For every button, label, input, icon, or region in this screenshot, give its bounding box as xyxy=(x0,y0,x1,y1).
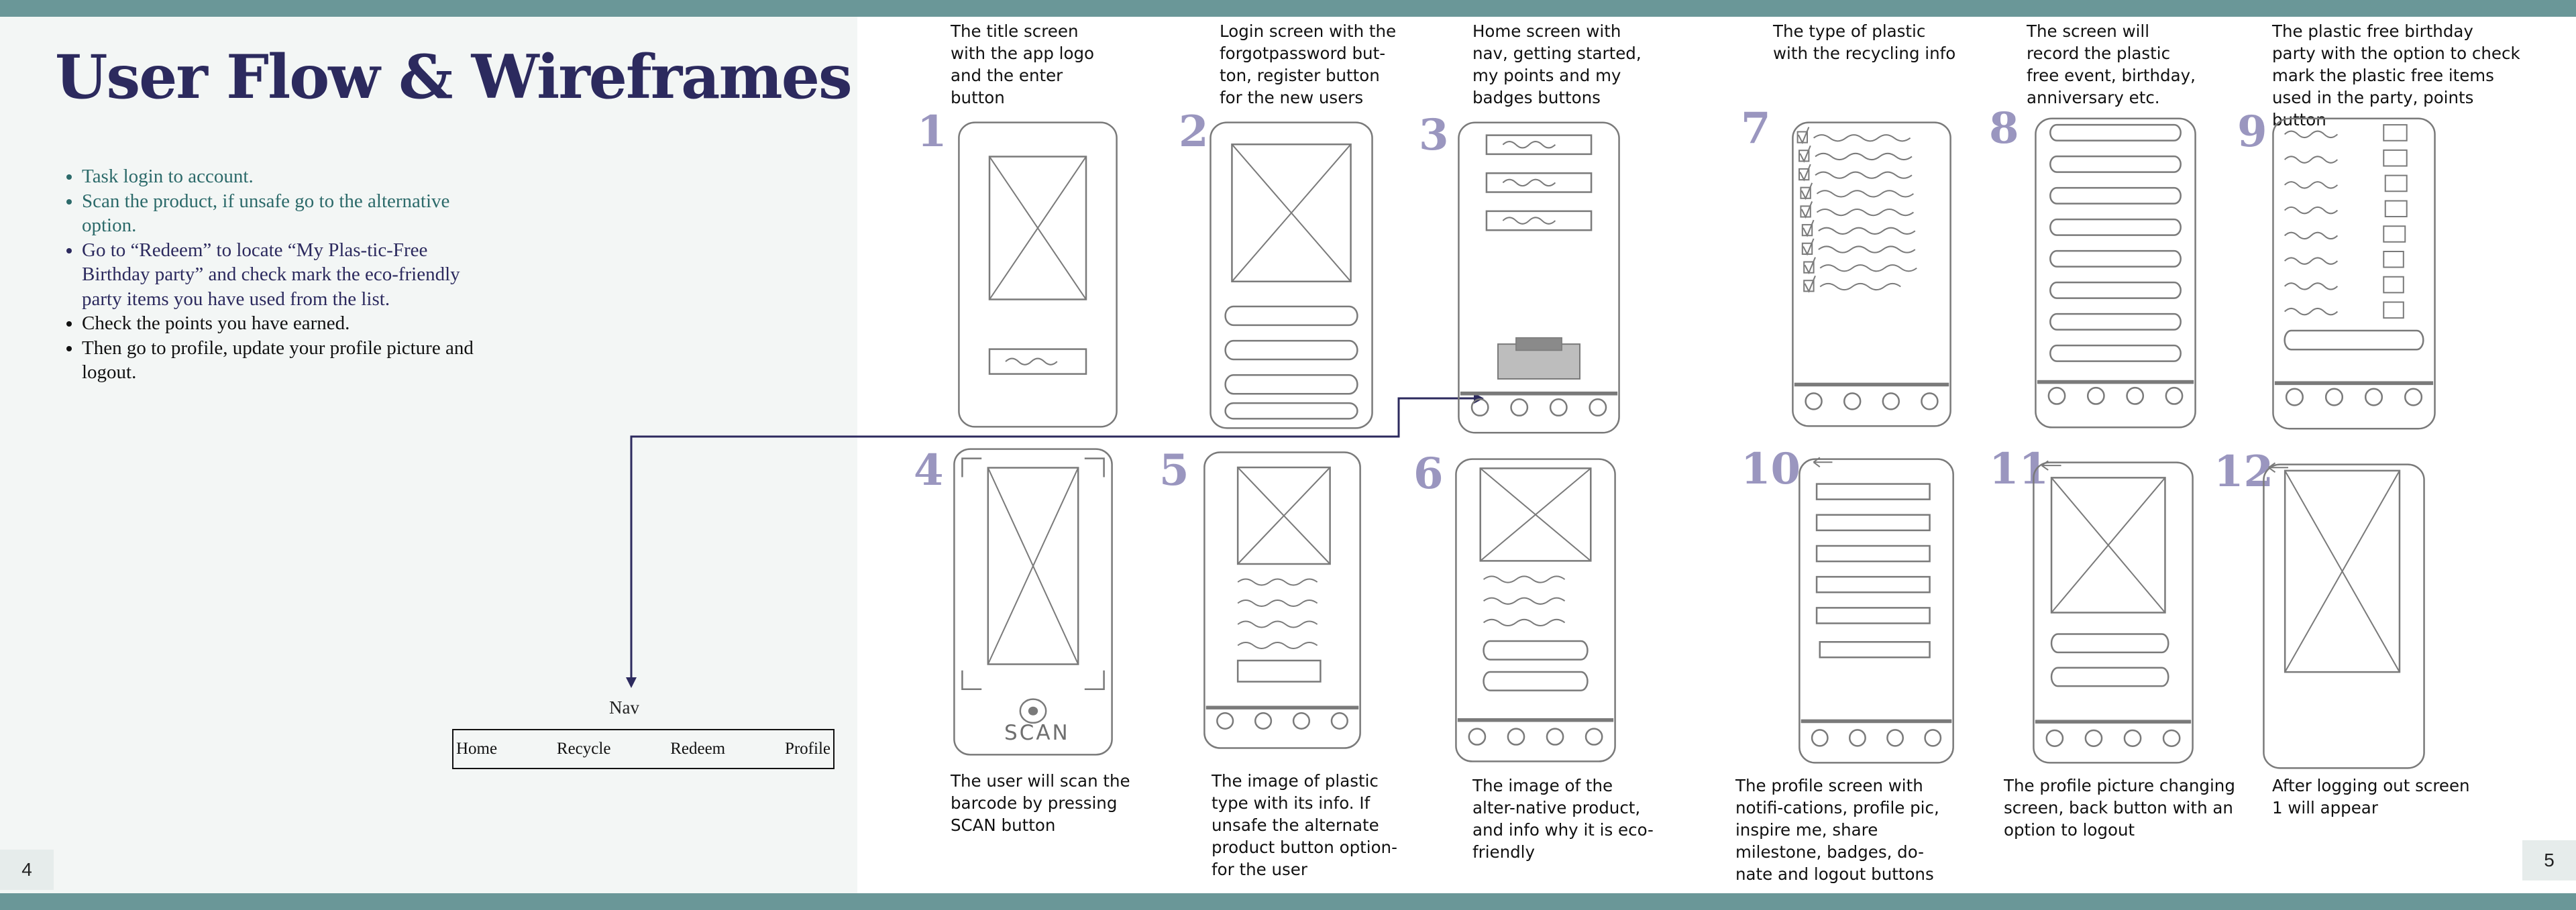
phone-sketch xyxy=(1209,119,1374,431)
wireframe-number: 7 xyxy=(1741,103,1771,154)
nav-label: Nav xyxy=(609,697,639,718)
wireframe-caption: The type of plastic with the recycling i… xyxy=(1773,21,1956,63)
wireframe-caption: The image of plastic type with its info.… xyxy=(1212,771,1397,879)
phone-sketch xyxy=(957,119,1118,430)
phone-sketch xyxy=(2262,461,2426,771)
scan-label: SCAN xyxy=(1004,721,1070,745)
top-band xyxy=(0,0,2576,17)
wireframe-caption: The plastic free birthday party with the… xyxy=(2272,21,2520,129)
phone-sketch xyxy=(1791,119,1952,429)
nav-item-redeem[interactable]: Redeem xyxy=(670,740,726,758)
task-item: Then go to profile, update your profile … xyxy=(82,336,484,385)
wireframe-caption: Home screen with nav, getting started, m… xyxy=(1472,21,1642,107)
wireframe-caption: The profile screen with notifi-cations, … xyxy=(1735,776,1939,884)
nav-item-recycle[interactable]: Recycle xyxy=(556,740,611,758)
wireframe-number: 11 xyxy=(1989,444,2049,494)
wireframe-caption: The user will scan the barcode by pressi… xyxy=(951,771,1130,835)
page-number-right: 5 xyxy=(2522,840,2576,880)
phone-sketch xyxy=(1203,449,1362,751)
task-item: Scan the product, if unsafe go to the al… xyxy=(82,189,484,238)
wireframe-number: 10 xyxy=(1741,444,1801,494)
task-list: Task login to account. Scan the product,… xyxy=(55,164,484,385)
wireframe-caption: After logging out screen 1 will appear xyxy=(2272,776,2470,817)
nav-item-profile[interactable]: Profile xyxy=(784,740,830,758)
phone-sketch xyxy=(2271,115,2436,432)
wireframe-number: 8 xyxy=(1989,103,2019,154)
wireframe-number: 3 xyxy=(1419,110,1449,160)
wireframe-number: 1 xyxy=(917,107,947,157)
wireframe-caption: The image of the alter-native product, a… xyxy=(1472,776,1654,862)
task-item: Check the points you have earned. xyxy=(82,311,484,336)
phone-sketch xyxy=(2032,459,2194,766)
wireframe-number: 6 xyxy=(1413,449,1444,499)
wireframe-number: 5 xyxy=(1159,445,1189,496)
wireframe-caption: The screen will record the plastic free … xyxy=(2027,21,2196,107)
task-item: Go to “Redeem” to locate “My Plas-tic-Fr… xyxy=(82,238,484,312)
wireframe-number: 9 xyxy=(2237,107,2267,157)
wireframe-caption: The profile picture changing screen, bac… xyxy=(2004,776,2235,840)
phone-sketch xyxy=(953,446,1114,758)
phone-sketch xyxy=(1454,456,1617,764)
wireframe-number: 4 xyxy=(914,445,944,496)
page-number-left: 4 xyxy=(0,850,54,890)
wireframe-number: 2 xyxy=(1179,107,1209,157)
wireframe-caption: The title screen with the app logo and t… xyxy=(951,21,1095,107)
nav-item-home[interactable]: Home xyxy=(456,740,498,758)
page-title: User Flow & Wireframes xyxy=(55,42,853,113)
bottom-band xyxy=(0,893,2576,910)
wireframe-caption: Login screen with the forgotpassword but… xyxy=(1220,21,1397,107)
phone-sketch xyxy=(1798,456,1955,766)
nav-bar: Home Recycle Redeem Profile xyxy=(452,729,835,769)
task-item: Task login to account. xyxy=(82,164,484,189)
phone-sketch xyxy=(1457,119,1621,436)
phone-sketch xyxy=(2034,115,2197,431)
